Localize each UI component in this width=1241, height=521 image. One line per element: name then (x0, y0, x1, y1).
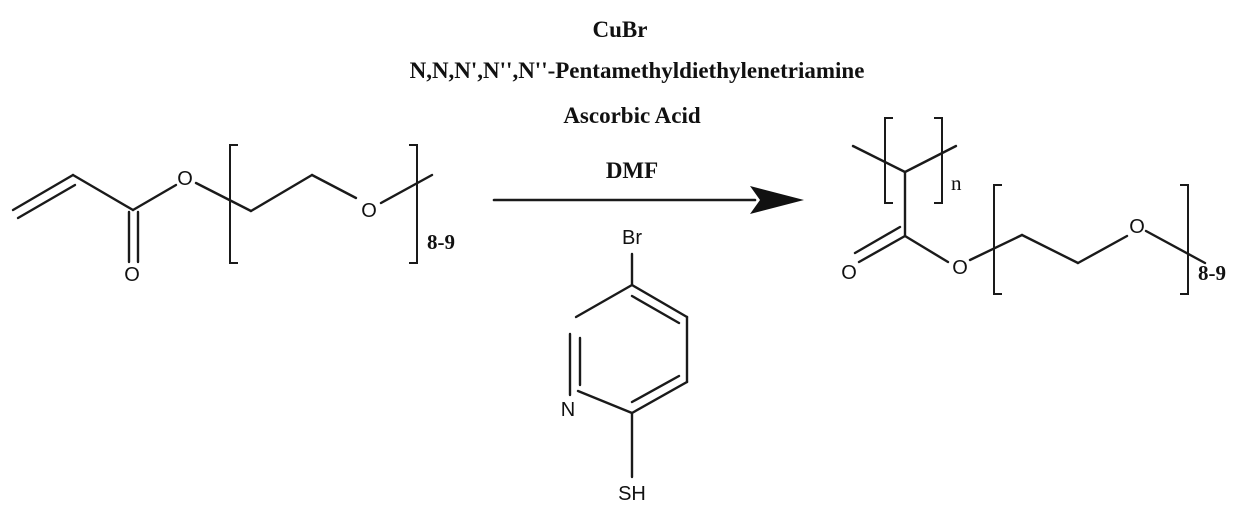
reducing-agent-label: Ascorbic Acid (563, 103, 701, 128)
monomer-ether-oxygen: O (361, 200, 377, 222)
backbone-right-bracket (934, 117, 943, 204)
polymer-repeat-count: 8-9 (1198, 261, 1226, 285)
monomer-carbonyl-oxygen: O (124, 264, 140, 286)
polymer-left-bracket (993, 184, 1002, 295)
polymer-carbonyl-oxygen: O (841, 262, 857, 284)
initiator-nitrogen: N (561, 399, 575, 421)
monomer-structure (11, 144, 434, 264)
monomer-left-bracket (229, 144, 238, 264)
ligand-label: N,N,N',N'',N''-Pentamethyldiethylenetria… (410, 58, 865, 83)
backbone-left-bracket (884, 117, 893, 204)
polymer-right-bracket (1180, 184, 1189, 295)
initiator-structure (568, 252, 689, 479)
solvent-label: DMF (606, 158, 658, 183)
initiator-thiol: SH (618, 483, 646, 505)
polymer-backbone-subscript: n (951, 171, 962, 195)
catalyst-label: CuBr (593, 17, 648, 42)
monomer-repeat-count: 8-9 (427, 230, 455, 254)
polymer-ester-oxygen: O (952, 257, 968, 279)
reaction-arrow (492, 186, 804, 214)
polymer-structure (851, 117, 1207, 295)
polymer-ether-oxygen: O (1129, 216, 1145, 238)
monomer-ester-oxygen: O (177, 168, 193, 190)
monomer-right-bracket (409, 144, 418, 264)
initiator-bromine: Br (622, 227, 642, 249)
